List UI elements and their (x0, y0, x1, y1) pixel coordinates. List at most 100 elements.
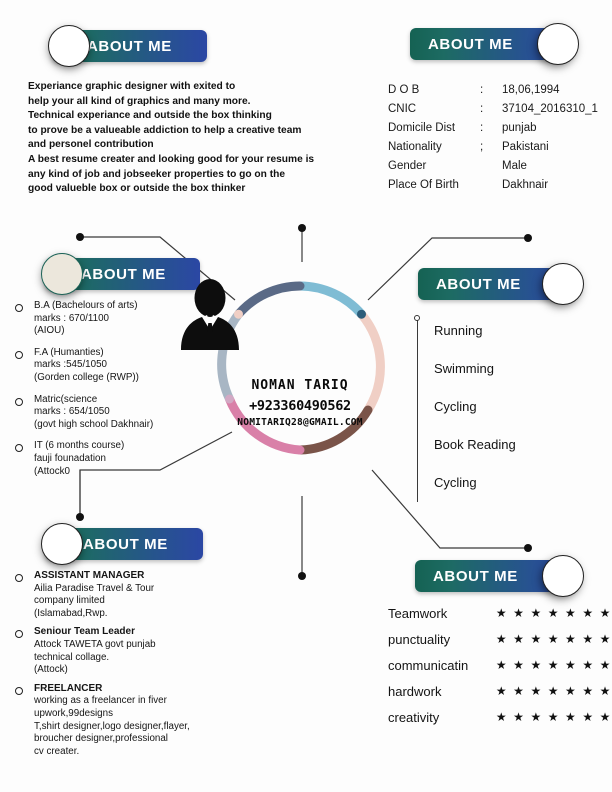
field-label: CNIC (388, 102, 417, 115)
table-row: Domicile Dist : punjab (388, 118, 612, 137)
ring-segment (235, 281, 301, 318)
field-value: Male (502, 159, 527, 172)
field-label: Domicile Dist (388, 121, 456, 134)
field-label: Nationality (388, 140, 442, 153)
about-line: A best resume creater and looking good f… (28, 153, 315, 165)
skill-name: creativity (388, 709, 440, 725)
education-degree: Matric(science (34, 393, 98, 405)
table-row: Place Of Birth Dakhnair (388, 175, 612, 194)
about-me-paragraph: Experiance graphic designer with exited … (28, 80, 368, 197)
profile-circle: NOMAN TARIQ +923360490562 Nomitariq28@gm… (181, 278, 390, 458)
education-degree: F.A (Humanties) (34, 346, 104, 358)
job-title: Seniour Team Leader (34, 626, 135, 638)
experience-list: ASSISTANT MANAGER Ailia Paradise Travel … (12, 570, 242, 764)
table-row: Gender Male (388, 156, 612, 175)
job-detail: Attock TAWETA govt punjab (34, 638, 156, 650)
banner-label: ABOUT ME (81, 265, 166, 283)
field-value: 37104_2016310_1 (502, 102, 598, 115)
list-item: B.A (Bachelours of arts) marks : 670/110… (12, 300, 232, 338)
field-value: 18,06,1994 (502, 83, 560, 96)
banner-knob-icon (537, 23, 579, 65)
education-marks: marks : 670/1100 (34, 312, 109, 324)
banner-skills: ABOUT ME (415, 555, 584, 602)
list-item: Swimming (434, 361, 494, 376)
job-title: FREELANCER (34, 682, 103, 694)
about-line: Experiance graphic designer with exited … (28, 81, 236, 92)
banner-knob-icon (41, 523, 83, 565)
field-label: Gender (388, 159, 427, 172)
field-separator: : (480, 83, 484, 96)
about-line: Technical experiance and outside the box… (28, 110, 272, 122)
banner-label: ABOUT ME (87, 37, 172, 55)
ring-segment (225, 397, 301, 455)
education-marks: fauji founadation (34, 452, 106, 464)
table-row: CNIC : 37104_2016310_1 (388, 99, 612, 118)
education-degree: B.A (Bachelours of arts) (34, 300, 138, 311)
skill-name: punctuality (388, 631, 451, 647)
banner-education: ABOUT ME (39, 253, 200, 300)
education-institute: (govt high school Dakhnair) (34, 418, 154, 430)
job-detail: (Attock) (34, 664, 68, 676)
job-detail: (Islamabad,Rwp. (34, 607, 108, 619)
list-item: Matric(science marks : 654/1050 (govt hi… (12, 394, 232, 432)
ring-node-icons (225, 281, 373, 455)
list-item: Seniour Team Leader Attock TAWETA govt p… (12, 626, 242, 676)
list-item: communicatin ★ ★ ★ ★ ★ ★ ★ (388, 652, 612, 678)
about-line: any kind of job and jobseeker properties… (28, 168, 285, 180)
ring-segment (299, 407, 372, 455)
profile-ring (217, 281, 385, 455)
banner-experience: ABOUT ME (39, 523, 203, 570)
job-detail: company limited (34, 595, 105, 607)
field-label: Place Of Birth (388, 178, 459, 191)
education-marks: marks :545/1050 (34, 359, 107, 371)
field-separator: : (480, 102, 484, 115)
field-label: D O B (388, 83, 420, 96)
banner-label: ABOUT ME (436, 275, 521, 293)
list-item: Book Reading (434, 437, 516, 452)
profile-name: NOMAN TARIQ (251, 378, 349, 393)
skill-rating-stars: ★ ★ ★ ★ ★ ★ ★ (495, 606, 612, 620)
education-institute: (Attock0 (34, 465, 70, 477)
list-item: punctuality ★ ★ ★ ★ ★ ★ ★ (388, 626, 612, 652)
job-detail: working as a freelancer in fiver (34, 695, 167, 707)
field-value: punjab (502, 121, 537, 134)
list-item: Teamwork ★ ★ ★ ★ ★ ★ ★ (388, 600, 612, 626)
list-item: Running (434, 323, 483, 338)
field-value: Pakistani (502, 140, 549, 153)
banner-knob-icon (542, 263, 584, 305)
avatar-person-icon (181, 279, 239, 350)
job-detail: Ailia Paradise Travel & Tour (34, 582, 155, 594)
table-row: D O B : 18,06,1994 (388, 80, 612, 99)
job-detail: T,shirt designer,logo designer,flayer, (34, 720, 190, 732)
job-title: ASSISTANT MANAGER (34, 570, 145, 581)
table-row: Nationality ; Pakistani (388, 137, 612, 156)
skill-rating-stars: ★ ★ ★ ★ ★ ★ ★ (495, 684, 612, 698)
list-item: Cycling (434, 475, 477, 490)
job-detail: upwork,99designs (34, 707, 113, 719)
field-separator: : (480, 121, 484, 134)
list-item: ASSISTANT MANAGER Ailia Paradise Travel … (12, 570, 242, 620)
hobbies-axis-cap-icon (414, 315, 420, 321)
skill-name: communicatin (388, 657, 469, 673)
about-line: and personel contribution (28, 139, 154, 151)
banner-label: ABOUT ME (428, 35, 513, 53)
job-detail: cv creater. (34, 745, 80, 757)
banner-knob-icon (41, 253, 83, 295)
banner-label: ABOUT ME (433, 567, 518, 585)
list-item: Cycling (434, 399, 477, 414)
personal-details-table: D O B : 18,06,1994 CNIC : 37104_2016310_… (388, 80, 612, 194)
job-detail: technical collage. (34, 651, 110, 663)
list-item: IT (6 months course) fauji founadation (… (12, 440, 232, 478)
hobbies-axis-line (417, 320, 419, 502)
skill-rating-stars: ★ ★ ★ ★ ★ ★ ★ (495, 632, 612, 646)
skills-list: Teamwork ★ ★ ★ ★ ★ ★ ★ punctuality ★ ★ ★… (388, 600, 612, 730)
about-line: help your all kind of graphics and many … (28, 95, 251, 107)
banner-knob-icon (48, 25, 90, 67)
ring-segment (299, 281, 365, 318)
banner-label: ABOUT ME (83, 535, 168, 553)
list-item: hardwork ★ ★ ★ ★ ★ ★ ★ (388, 678, 612, 704)
ring-segment (217, 311, 243, 401)
skill-name: hardwork (388, 683, 442, 699)
banner-hobbies: ABOUT ME (418, 263, 584, 310)
